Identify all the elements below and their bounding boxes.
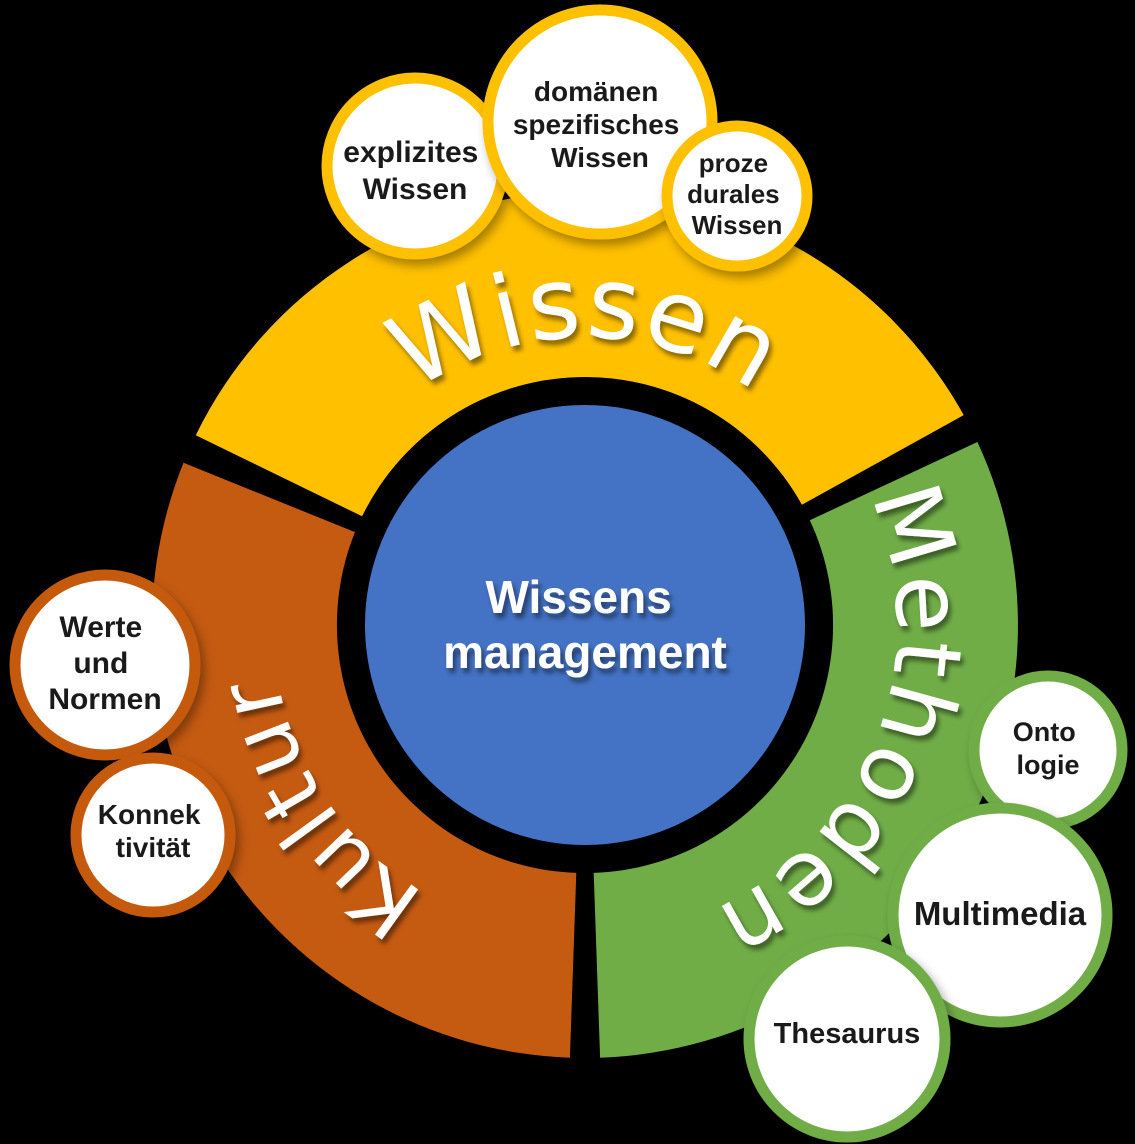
center-label-line2: management [443,626,727,678]
satellite-prozedurales-wissen: proze durales Wissen [661,120,813,272]
satellite-domaenenspezifisches-wissen: domänen spezifisches Wissen [482,4,718,240]
satellite-label-multimedia: Multimedia [914,895,1087,932]
satellite-label-ontologie: Onto logie [1013,717,1084,780]
satellite-werte-und-normen: Werte und Normen [9,569,201,761]
kultur-arc-segment [151,462,577,1058]
satellite-circle-multimedia [887,802,1113,1028]
satellite-label-explizites: explizites Wissen [343,136,486,206]
satellite-circle-prozedurales [661,120,813,272]
satellite-explizites-wissen: explizites Wissen [321,72,509,260]
center-circle-group: Wissens management [365,405,805,845]
center-label-line1: Wissens [485,571,671,623]
satellite-circle-konnektivitaet [70,752,236,918]
satellite-label-domaenen: domänen spezifisches Wissen [513,76,687,173]
satellite-circle-thesaurus [743,935,951,1143]
satellite-circle-domaenen [482,4,718,240]
satellite-label-thesaurus: Thesaurus [774,1018,921,1050]
satellite-label-konnektivitaet: Konnek tivität [98,799,208,863]
satellite-circle-werte-normen [9,569,201,761]
satellite-ontologie: Onto logie [968,670,1128,830]
wissen-arc-segment [195,192,964,517]
satellite-multimedia: Multimedia [887,802,1113,1028]
satellite-label-prozedurales: proze durales Wissen [687,148,787,240]
satellite-label-werte-normen: Werte und Normen [48,611,161,716]
satellite-konnektivitaet: Konnek tivität [70,752,236,918]
satellite-thesaurus: Thesaurus [743,935,951,1143]
center-circle [365,405,805,845]
center-circle-label: Wissens management [443,571,727,678]
